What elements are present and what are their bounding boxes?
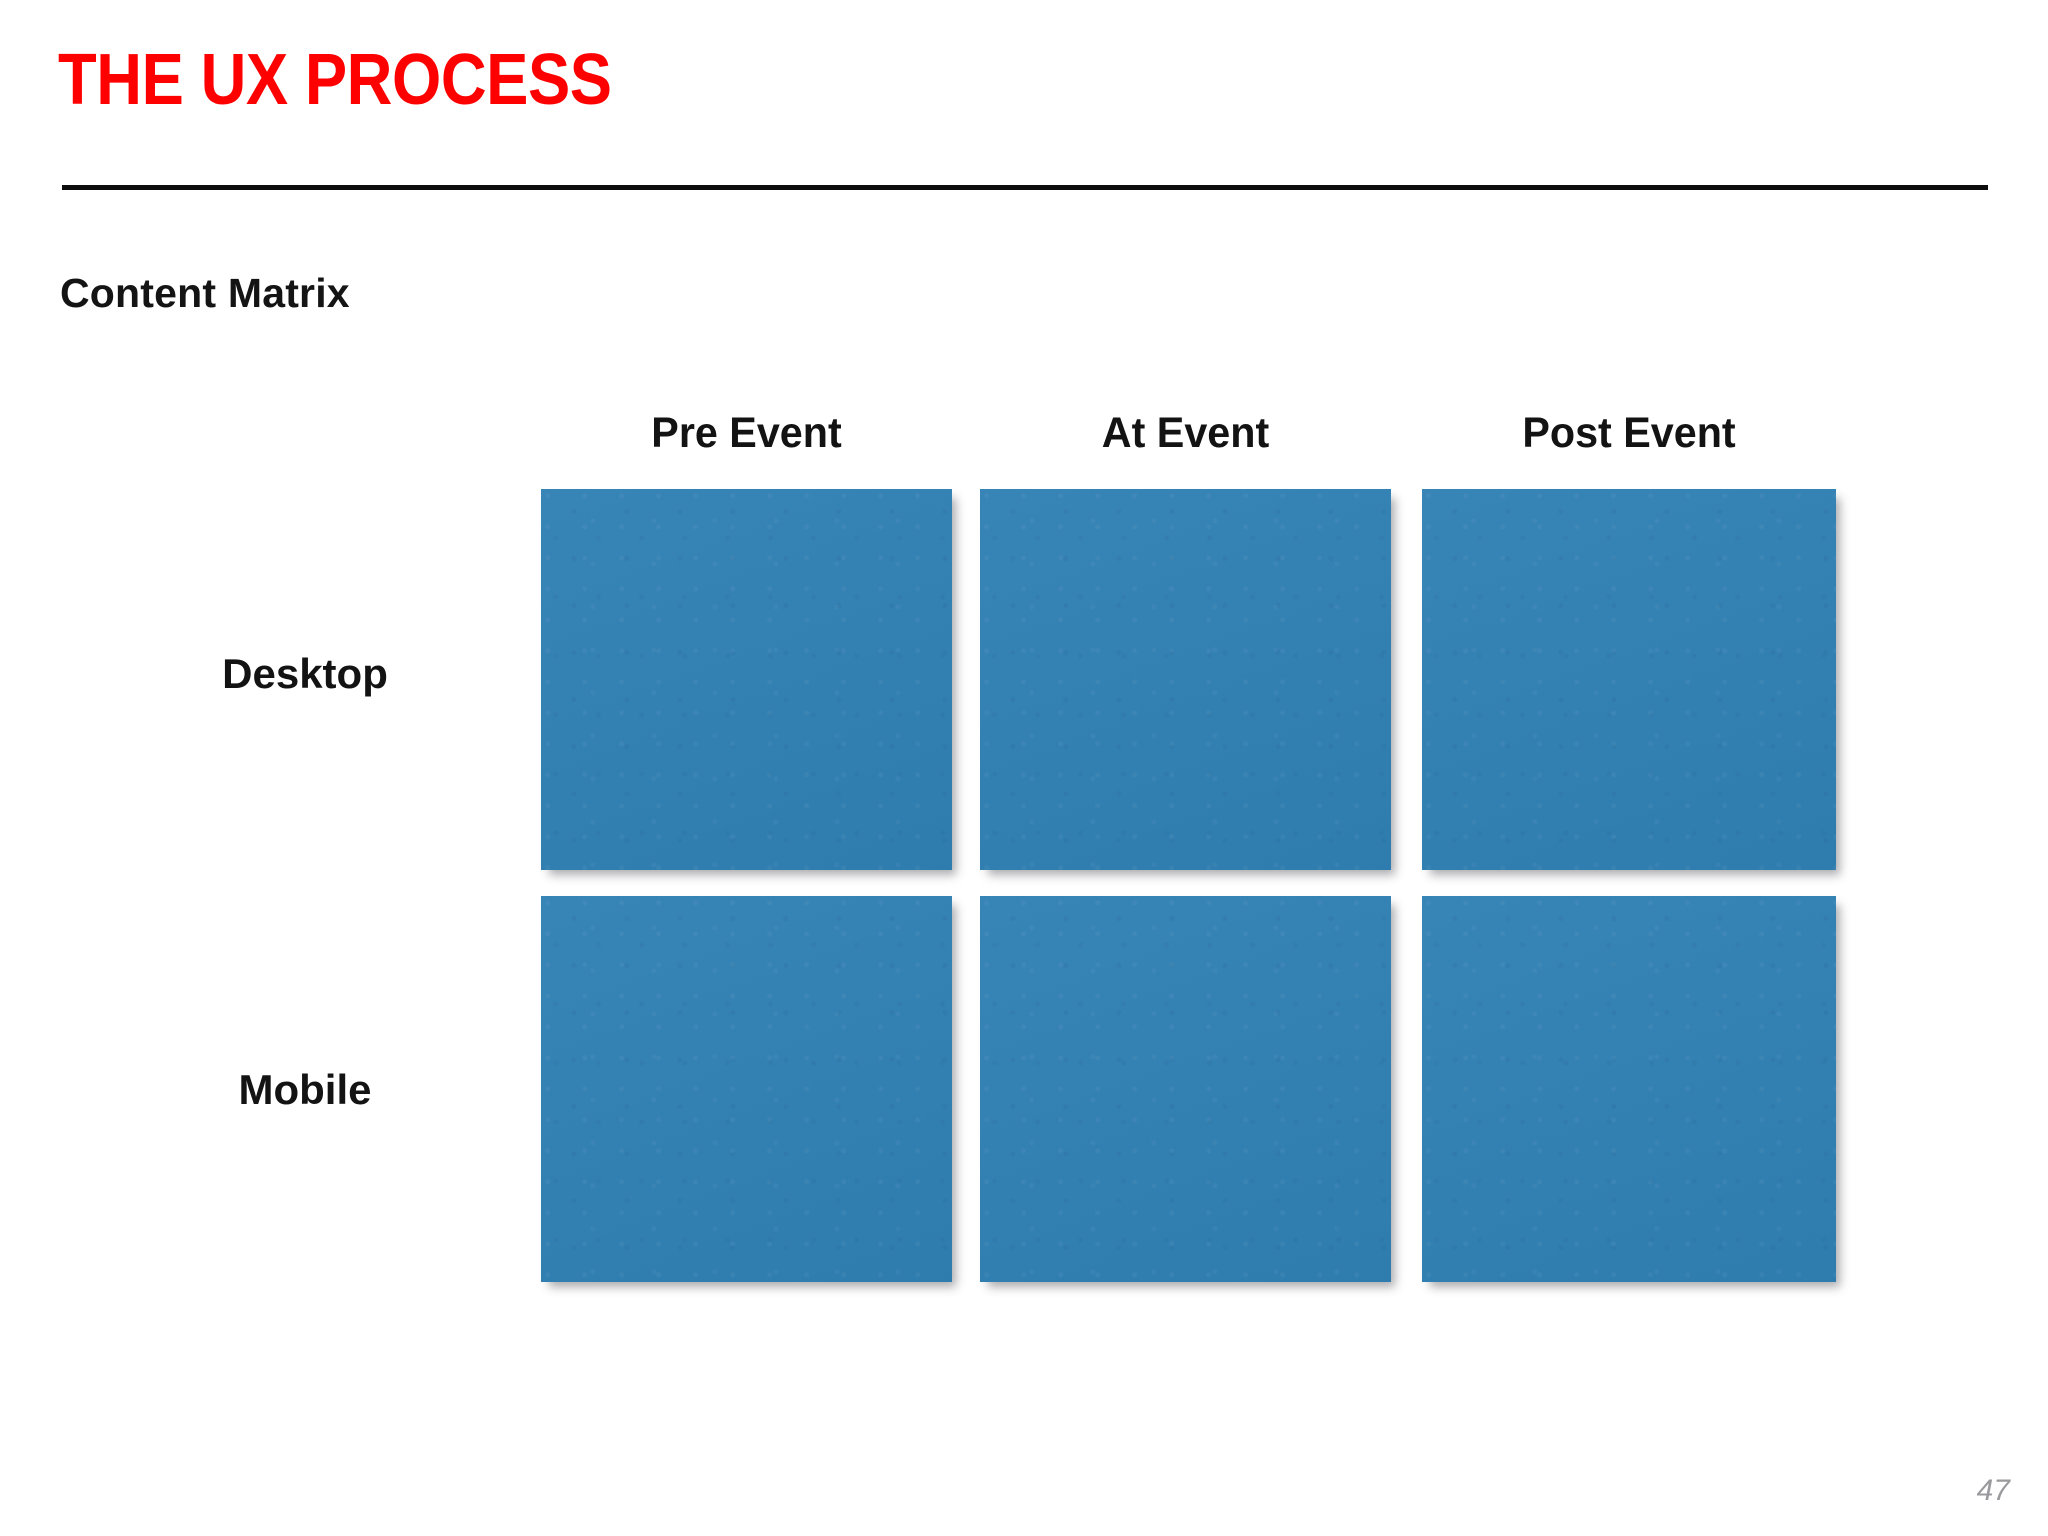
- column-header-at-event: At Event: [1101, 409, 1270, 457]
- title-divider: [62, 185, 1988, 190]
- matrix-cell-mobile-at-event[interactable]: [980, 896, 1391, 1282]
- page-number: 47: [1976, 1474, 2010, 1507]
- matrix-cell-mobile-pre-event[interactable]: [541, 896, 952, 1282]
- matrix-cell-mobile-post-event[interactable]: [1422, 896, 1836, 1282]
- matrix-cell-desktop-post-event[interactable]: [1422, 489, 1836, 870]
- row-label-mobile: Mobile: [238, 1066, 372, 1113]
- row-label-desktop: Desktop: [222, 650, 388, 697]
- matrix-cell-desktop-pre-event[interactable]: [541, 489, 952, 870]
- matrix-cell-desktop-at-event[interactable]: [980, 489, 1391, 870]
- column-header-pre-event: Pre Event: [651, 409, 842, 457]
- section-heading: Content Matrix: [60, 270, 350, 316]
- column-header-post-event: Post Event: [1522, 409, 1736, 457]
- page-title: THE UX PROCESS: [58, 40, 612, 120]
